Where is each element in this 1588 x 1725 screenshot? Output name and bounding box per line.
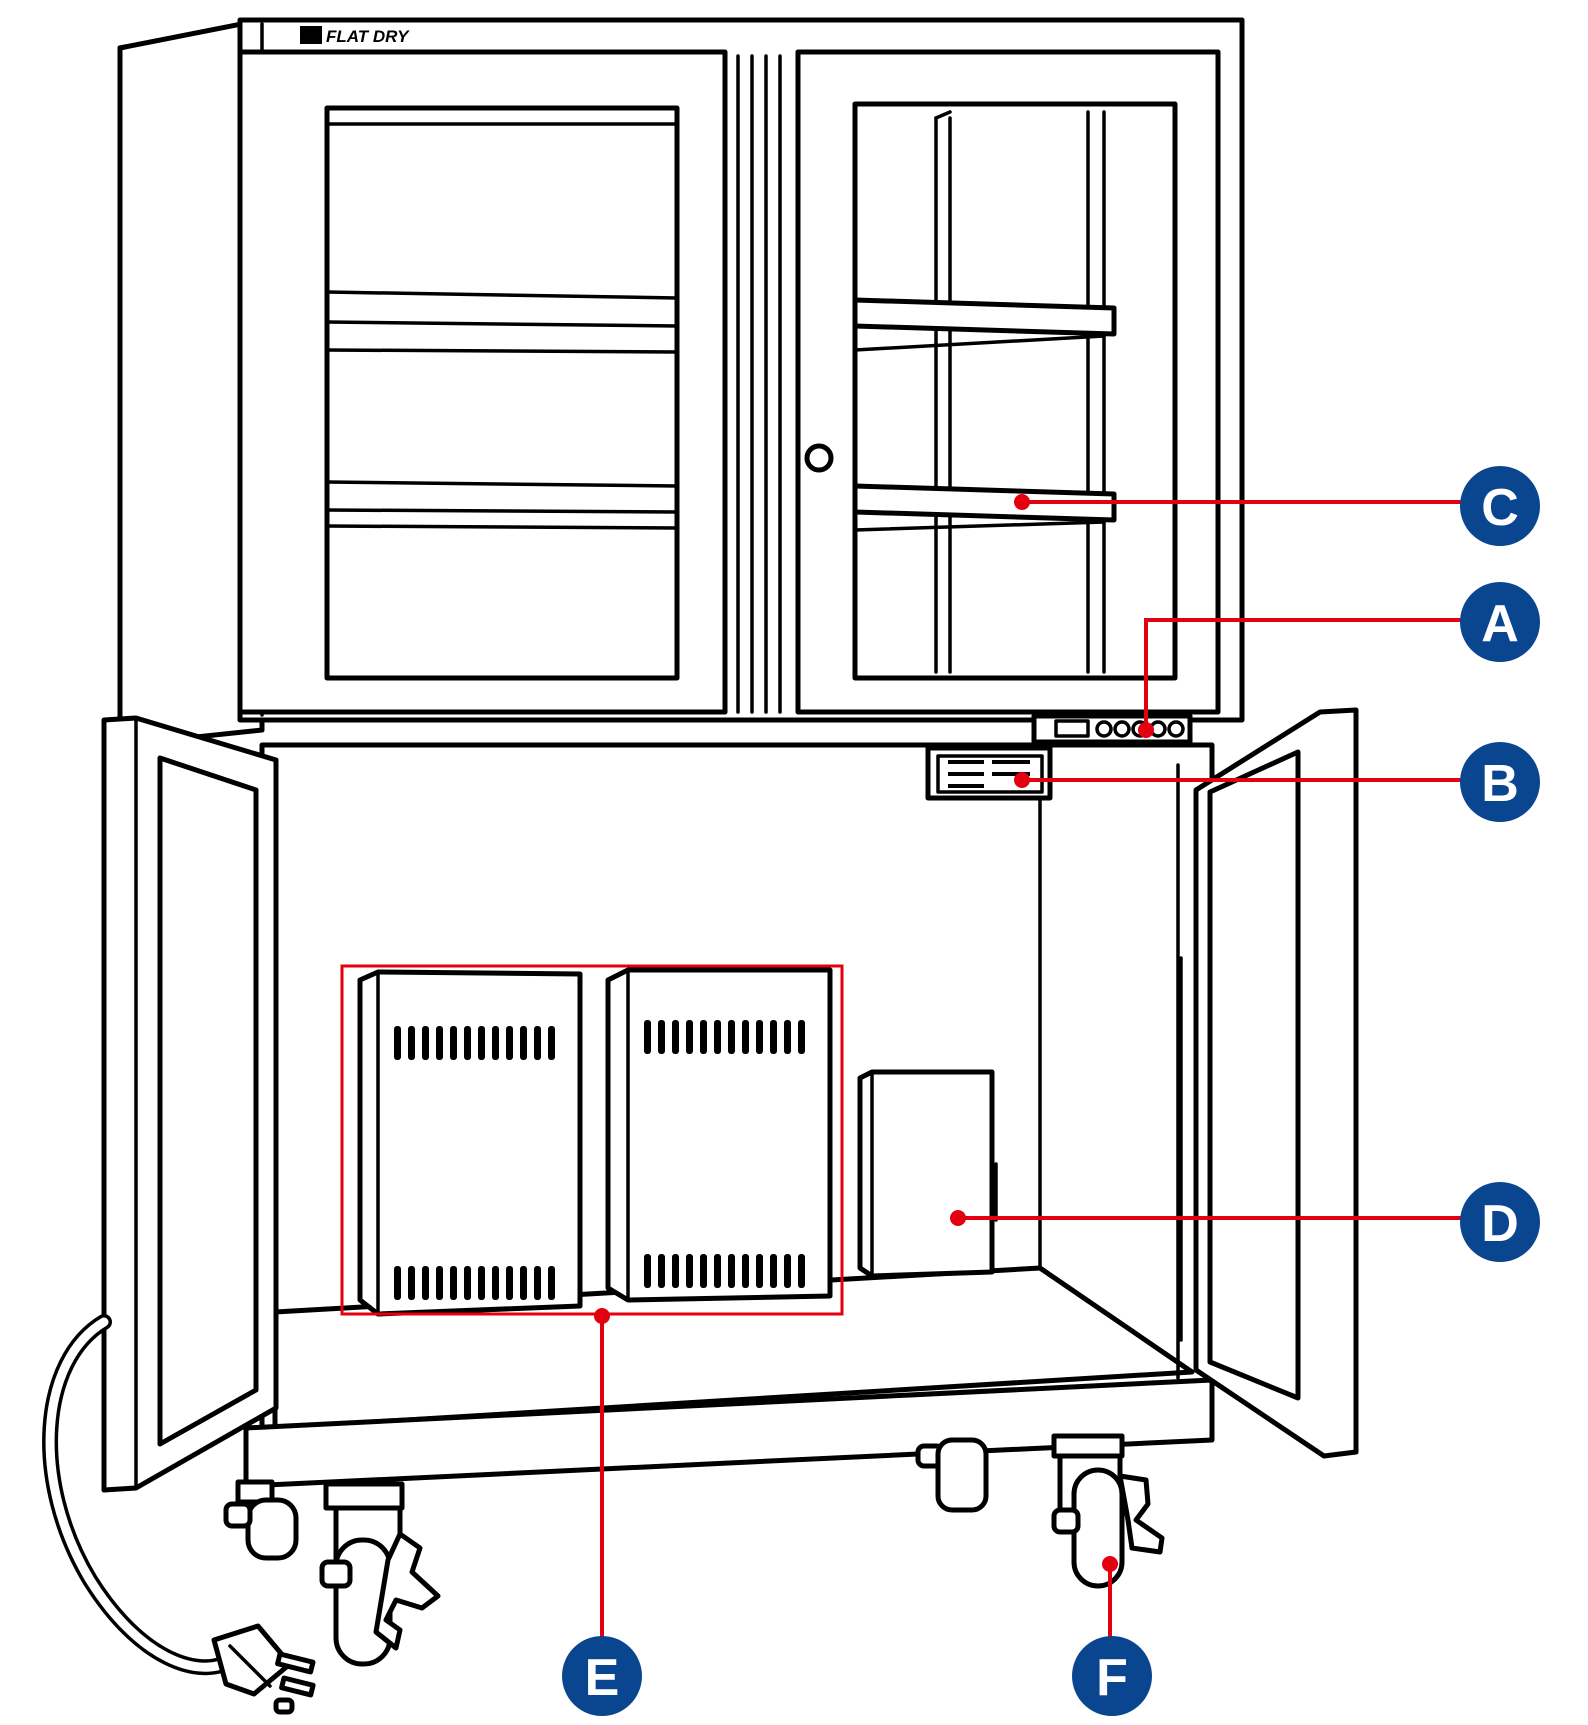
vent-slot [436,1266,443,1300]
callout-lines [594,494,1462,1640]
vent-slot [534,1266,541,1300]
vent-slot [394,1266,401,1300]
vent-slot [422,1026,429,1060]
vent-slot [714,1254,721,1288]
caster-rear-right [915,1437,989,1513]
vent-slot [798,1254,805,1288]
vent-slot [756,1020,763,1054]
callout-e: E [562,1636,642,1716]
vent-slot [450,1266,457,1300]
callout-d: D [1460,1182,1540,1262]
vent-slot [686,1020,693,1054]
vent-slot [464,1266,471,1300]
vent-slot [770,1020,777,1054]
vent-slot [548,1026,555,1060]
vent-slot [658,1020,665,1054]
vent-slot [408,1026,415,1060]
vent-slot [506,1266,513,1300]
caster-front-left [319,1481,441,1667]
left-glass-door [237,49,728,715]
vent-slot [520,1266,527,1300]
vent-slot [464,1026,471,1060]
brand-name: FLAT DRY [326,27,410,46]
vent-slot [672,1020,679,1054]
vent-slot [478,1266,485,1300]
caster-rear-left [223,1479,299,1561]
callout-c: C [1460,466,1540,546]
right-glass-door [795,49,1221,715]
vent-slot [548,1266,555,1300]
vent-slot [756,1254,763,1288]
twin-box-units [340,964,844,1317]
left-open-door [101,715,279,1493]
vent-slot [742,1254,749,1288]
right-open-door [1179,707,1359,1459]
brand-logo: FLAT DRY [300,26,410,46]
vent-slot [686,1254,693,1288]
vent-slot [770,1254,777,1288]
vent-slots [394,1020,805,1300]
dehumidifier-unit [925,745,1053,801]
vent-slot [784,1020,791,1054]
door-knob [804,443,834,473]
callout-c-label: C [1481,479,1519,537]
vent-slot [658,1254,665,1288]
vent-slot [478,1026,485,1060]
callout-f-label: F [1096,1649,1128,1707]
box-unit-right [605,967,833,1303]
callout-d-label: D [1481,1195,1519,1253]
callout-e-label: E [585,1649,620,1707]
callout-b-label: B [1481,755,1519,813]
vent-slot [728,1254,735,1288]
shelf [852,483,1117,523]
vent-slot [672,1254,679,1288]
vent-slot [492,1266,499,1300]
plug [211,1623,316,1715]
vent-slot [700,1254,707,1288]
power-cord [42,1314,316,1715]
vent-slot [534,1026,541,1060]
box-unit [857,1069,998,1279]
callout-b: B [1460,742,1540,822]
vent-slot [798,1020,805,1054]
vent-slot [644,1254,651,1288]
vent-slot [492,1026,499,1060]
control-panel [1031,713,1193,745]
vent-slot [728,1020,735,1054]
vent-slot [520,1026,527,1060]
callout-f: F [1072,1636,1152,1716]
vent-slot [784,1254,791,1288]
vent-slot [644,1020,651,1054]
vent-slot [394,1026,401,1060]
vent-slot [408,1266,415,1300]
vent-slot [714,1020,721,1054]
vent-slot [436,1026,443,1060]
door-mullion [736,54,782,714]
box-unit-left [357,969,583,1317]
vent-slot [422,1266,429,1300]
vent-slot [450,1026,457,1060]
vent-slot [506,1026,513,1060]
vent-slot [742,1020,749,1054]
callout-badges: C A B D E F [562,466,1540,1716]
vent-slot [700,1020,707,1054]
callout-a-label: A [1481,595,1519,653]
callout-a: A [1460,582,1540,662]
